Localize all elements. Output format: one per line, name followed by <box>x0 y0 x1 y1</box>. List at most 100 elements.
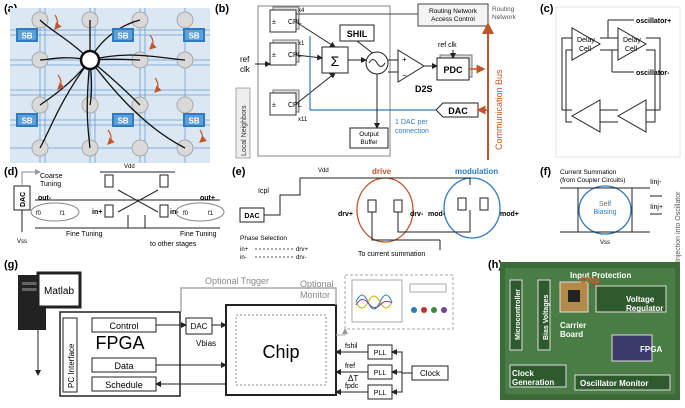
x1-label: x1 <box>298 41 305 47</box>
sb-label: SB <box>188 32 199 41</box>
osc-minus-label: oscillator- <box>636 70 670 77</box>
drv-minus-sel: drv- <box>296 255 306 261</box>
dac-g: DAC <box>191 322 208 331</box>
panel-c-letter: (c) <box>540 3 554 15</box>
pm-label: ± <box>272 102 276 109</box>
vdd-d: Vdd <box>124 164 135 170</box>
chip-icon <box>225 304 337 396</box>
osc-plus-label: oscillator+ <box>636 18 671 25</box>
d2s-label: D2S <box>415 84 433 94</box>
central-node <box>79 49 101 71</box>
panel-g-letter: (g) <box>4 259 18 271</box>
dac-note-1: 1 DAC per <box>395 119 428 126</box>
switch-boxes: SB SB SB SB SB SB <box>16 28 205 127</box>
fshil-label: fshil <box>345 343 358 350</box>
pdc-label: PDC <box>443 65 463 75</box>
coarse-1: Coarse <box>40 173 63 180</box>
voltage-reg-2: Regulator <box>626 304 663 313</box>
fref-label: fref <box>345 363 355 370</box>
routing-ctrl-1: Routing Network <box>429 8 478 15</box>
self-2: Biasing <box>594 209 617 216</box>
panel-g: (g) Matlab PC Interface FPGA Control Dat… <box>4 259 454 400</box>
self-1: Self <box>599 201 611 208</box>
panel-b: (b) Local Neighbors CPL ± x4 CPL ± x1 CP… <box>215 3 517 160</box>
drv-plus: drv+ <box>338 211 353 218</box>
sb-label: SB <box>188 117 199 126</box>
dac-e: DAC <box>244 213 259 220</box>
pll-label: PLL <box>374 390 387 397</box>
vss-d: Vss <box>17 239 27 245</box>
sb-label: SB <box>117 117 128 126</box>
svg-text:−: − <box>402 71 407 80</box>
carrier-1: Carrier <box>560 321 586 330</box>
drv-minus: drv- <box>410 211 424 218</box>
iinj-minus: Iinj- <box>650 179 662 186</box>
chip-h: Chip <box>580 275 600 285</box>
shil-label: SHIL <box>347 29 368 39</box>
panel-c: (c) Delay Cell Delay Cell oscillator+ os… <box>540 3 681 158</box>
x11-label: x11 <box>298 117 308 123</box>
panel-e: (e) Vdd drive modulation DAC Icpl drv+ d… <box>232 166 519 261</box>
injection-label: Injection into Oscillator <box>675 191 682 262</box>
panel-b-letter: (b) <box>215 3 229 15</box>
sb-label: SB <box>21 117 32 126</box>
pll-label: PLL <box>374 350 387 357</box>
pm-label: ± <box>272 52 276 59</box>
mod-plus: mod+ <box>500 211 519 218</box>
cpl-label: CPL <box>288 52 302 59</box>
ref-label: ref <box>240 55 250 64</box>
delta-t-label: ΔT <box>348 374 358 383</box>
routing-net-1: Routing <box>492 6 515 13</box>
routing-net-2: Network <box>492 14 517 21</box>
cpl-label: CPL <box>288 102 302 109</box>
other-stages: to other stages <box>150 241 197 248</box>
pm-label: ± <box>272 19 276 26</box>
sb-label: SB <box>21 32 32 41</box>
control-label: Control <box>109 321 138 331</box>
delay-cell-2: Cell <box>579 46 592 53</box>
delay-cell-1: Delay <box>623 37 641 44</box>
panel-h: (h) Input Protection Chip Voltage Regula… <box>488 259 680 400</box>
comm-bus-label: Communication Bus <box>494 69 504 150</box>
phase-sel: Phase Selection <box>240 235 287 242</box>
matlab-label: Matlab <box>44 286 74 297</box>
x4-label: x4 <box>298 8 305 14</box>
in-minus: in- <box>170 209 179 216</box>
clk-label: clk <box>240 65 251 74</box>
f0-label: f0 <box>36 211 42 217</box>
in-plus-e: in+ <box>240 247 249 253</box>
drv-plus-sel: drv+ <box>296 247 308 253</box>
cur-sum-1: Current Summation <box>560 169 617 176</box>
in-plus: in+ <box>92 209 102 216</box>
output-buffer-1: Output <box>359 131 379 138</box>
routing-ctrl-2: Access Control <box>431 16 475 23</box>
icpl-label: Icpl <box>258 188 269 195</box>
svg-text:+: + <box>402 55 407 64</box>
clock-gen-2: Generation <box>512 378 554 387</box>
panel-f-letter: (f) <box>540 166 551 178</box>
dac-label: DAC <box>448 106 468 116</box>
output-buffer-2: Buffer <box>360 139 378 146</box>
out-minus: out- <box>38 195 52 202</box>
panel-a: (a) <box>4 3 210 163</box>
clock-gen-1: Clock <box>512 369 534 378</box>
cur-sum-2: (from Coupler Circuits) <box>560 177 625 184</box>
mod-minus: mod- <box>428 211 446 218</box>
osc-monitor: Oscillator Monitor <box>580 379 648 388</box>
vbias-label: Vbias <box>196 339 216 348</box>
input-protection: Input Protection <box>570 271 631 280</box>
f0-label: f0 <box>183 211 189 217</box>
panel-d: (d) Coarse Tuning DAC Vss Vdd out- out+ … <box>4 164 225 248</box>
delay-cell-2: Cell <box>625 46 638 53</box>
vss-f: Vss <box>600 240 610 246</box>
local-neighbors-label: Local Neighbors <box>241 105 248 156</box>
sum-symbol: Σ <box>331 53 340 69</box>
to-summation: To current summation <box>358 251 425 258</box>
ref-clk-pdc-label: ref clk <box>438 42 457 49</box>
vdd-e: Vdd <box>318 168 329 174</box>
schedule-label: Schedule <box>105 380 143 390</box>
coarse-2: Tuning <box>40 181 61 188</box>
panel-f: (f) Current Summation (from Coupler Circ… <box>540 166 682 262</box>
clock-label: Clock <box>420 369 441 378</box>
